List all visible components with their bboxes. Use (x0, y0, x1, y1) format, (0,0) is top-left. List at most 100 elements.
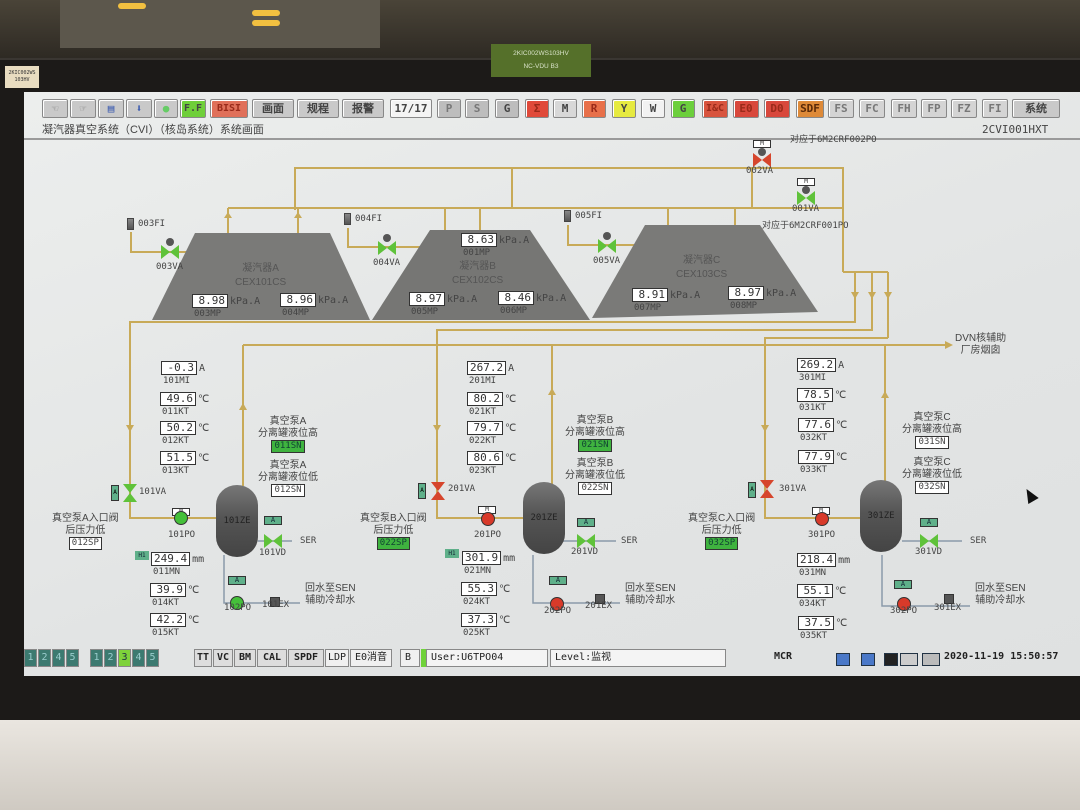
alarm-tag[interactable]: 032SN (915, 481, 949, 494)
screen-tile-5[interactable]: 5 (66, 649, 79, 667)
download-page-button[interactable]: ⬇ (126, 99, 152, 118)
screen-tile-2[interactable]: 2 (38, 649, 51, 667)
value: 8.98 (192, 294, 228, 308)
statusbar-button-cal[interactable]: CAL (257, 649, 287, 667)
toolbar-button-fz[interactable]: FZ (951, 99, 977, 118)
screen-tile-4[interactable]: 4 (132, 649, 145, 667)
inlet-valve-icon[interactable] (760, 480, 774, 498)
vacuum-pump-icon[interactable] (481, 512, 495, 526)
toolbar-button-fh[interactable]: FH (891, 99, 917, 118)
toolbar-button-w[interactable]: W (641, 99, 665, 118)
toolbar-button-d0[interactable]: D0 (764, 99, 790, 118)
statusbar-button-ldp[interactable]: LDP (325, 649, 349, 667)
valve-002va-icon[interactable] (753, 153, 771, 167)
toolbar-button-s[interactable]: S (465, 99, 489, 118)
toolbar-button-[interactable]: Σ (525, 99, 549, 118)
pointer-tool-button[interactable]: ☞ (70, 99, 96, 118)
valve-004va-label: 004VA (373, 258, 401, 268)
screen-tile-1[interactable]: 1 (90, 649, 103, 667)
statusbar-button-bm[interactable]: BM (234, 649, 256, 667)
speaker-icon[interactable] (900, 653, 918, 666)
tag: 023KT (469, 466, 497, 476)
alarm-tag[interactable]: 022SP (376, 537, 410, 550)
statusbar-button-b[interactable]: B (400, 649, 420, 667)
toolbar-button-sdf[interactable]: SDF (796, 99, 824, 118)
inlet-valve-icon[interactable] (123, 484, 137, 502)
arrow (239, 403, 247, 410)
vacuum-pump-icon[interactable] (815, 512, 829, 526)
network-icon[interactable] (836, 653, 850, 666)
unit: ℃ (505, 453, 517, 464)
statusbar-button-vc[interactable]: VC (213, 649, 233, 667)
alarm-text: 真空泵A入口阀 (52, 513, 119, 524)
valve-003va-icon[interactable] (161, 245, 179, 259)
fi-003-label: 003FI (138, 219, 166, 229)
alarm-tag[interactable]: 012SP (68, 537, 102, 550)
alarm-tag[interactable]: 011SN (271, 440, 305, 453)
drain-valve-icon[interactable] (920, 534, 938, 548)
hand-tool-button[interactable]: ☜ (42, 99, 68, 118)
tag: 035KT (800, 631, 828, 641)
statusbar-button-spdf[interactable]: SPDF (288, 649, 324, 667)
alarm-tag[interactable]: 021SN (578, 439, 612, 452)
screen-tile-3[interactable]: 3 (118, 649, 131, 667)
valve-004va-icon[interactable] (378, 241, 396, 255)
drain-valve-icon[interactable] (264, 534, 282, 548)
toolbar-button-y[interactable]: Y (612, 99, 636, 118)
alarm-tag[interactable]: 012SN (271, 484, 305, 497)
pump-label: 101PO (168, 530, 196, 540)
inlet-valve-icon[interactable] (431, 482, 445, 500)
statusbar-button-tt[interactable]: TT (194, 649, 212, 667)
toolbar-button-[interactable]: 系统 (1012, 99, 1060, 118)
pipe (567, 225, 655, 246)
toolbar-button-ff[interactable]: F.F (180, 99, 206, 118)
lock-icon[interactable] (884, 653, 898, 666)
toolbar-button-1717[interactable]: 17/17 (390, 99, 432, 118)
network-icon[interactable] (861, 653, 875, 666)
drain-pump-icon[interactable] (550, 597, 564, 611)
toolbar-button-r[interactable]: R (582, 99, 606, 118)
alarm-text: 真空泵C (913, 412, 951, 423)
toolbar-button-[interactable]: 画面 (252, 99, 294, 118)
screen-tile-4[interactable]: 4 (52, 649, 65, 667)
tag: 031MN (799, 568, 827, 578)
toolbar-button-fc[interactable]: FC (859, 99, 885, 118)
toolbar-button-p[interactable]: P (437, 99, 461, 118)
heat-exchanger-icon (595, 594, 605, 604)
toolbar-button-m[interactable]: M (553, 99, 577, 118)
screen-tile-5[interactable]: 5 (146, 649, 159, 667)
valve-001va-icon[interactable] (797, 191, 815, 205)
toolbar-button-fs[interactable]: FS (828, 99, 854, 118)
alarm-tag[interactable]: 022SN (578, 482, 612, 495)
toolbar-button-g[interactable]: G (495, 99, 519, 118)
printer-icon[interactable] (922, 653, 940, 666)
arrow (761, 425, 769, 432)
screen-tile-2[interactable]: 2 (104, 649, 117, 667)
vacuum-pump-icon[interactable] (174, 511, 188, 525)
blank-button[interactable]: ● (154, 99, 178, 118)
toolbar-button-bisi[interactable]: BISI (210, 99, 248, 118)
drain-pump-icon[interactable] (230, 596, 244, 610)
print-screen-button[interactable]: ▤ (98, 99, 124, 118)
drain-valve-icon[interactable] (577, 534, 595, 548)
screen-tile-1[interactable]: 1 (24, 649, 37, 667)
toolbar-button-fi[interactable]: FI (982, 99, 1008, 118)
toolbar-button-g[interactable]: G (671, 99, 695, 118)
toolbar-button-fp[interactable]: FP (921, 99, 947, 118)
alarm-tag[interactable]: 032SP (705, 537, 739, 550)
toolbar-button-ic[interactable]: I&C (702, 99, 728, 118)
location-label: MCR (773, 651, 793, 662)
statusbar-button-e0[interactable]: E0消音 (350, 649, 392, 667)
valve-005va-icon[interactable] (598, 239, 616, 253)
toolbar-button-e0[interactable]: E0 (733, 99, 759, 118)
toolbar-button-[interactable]: 规程 (297, 99, 339, 118)
drain-pump-icon[interactable] (897, 597, 911, 611)
alarm-tag[interactable]: 031SN (915, 436, 949, 449)
toolbar-button-[interactable]: 报警 (342, 99, 384, 118)
